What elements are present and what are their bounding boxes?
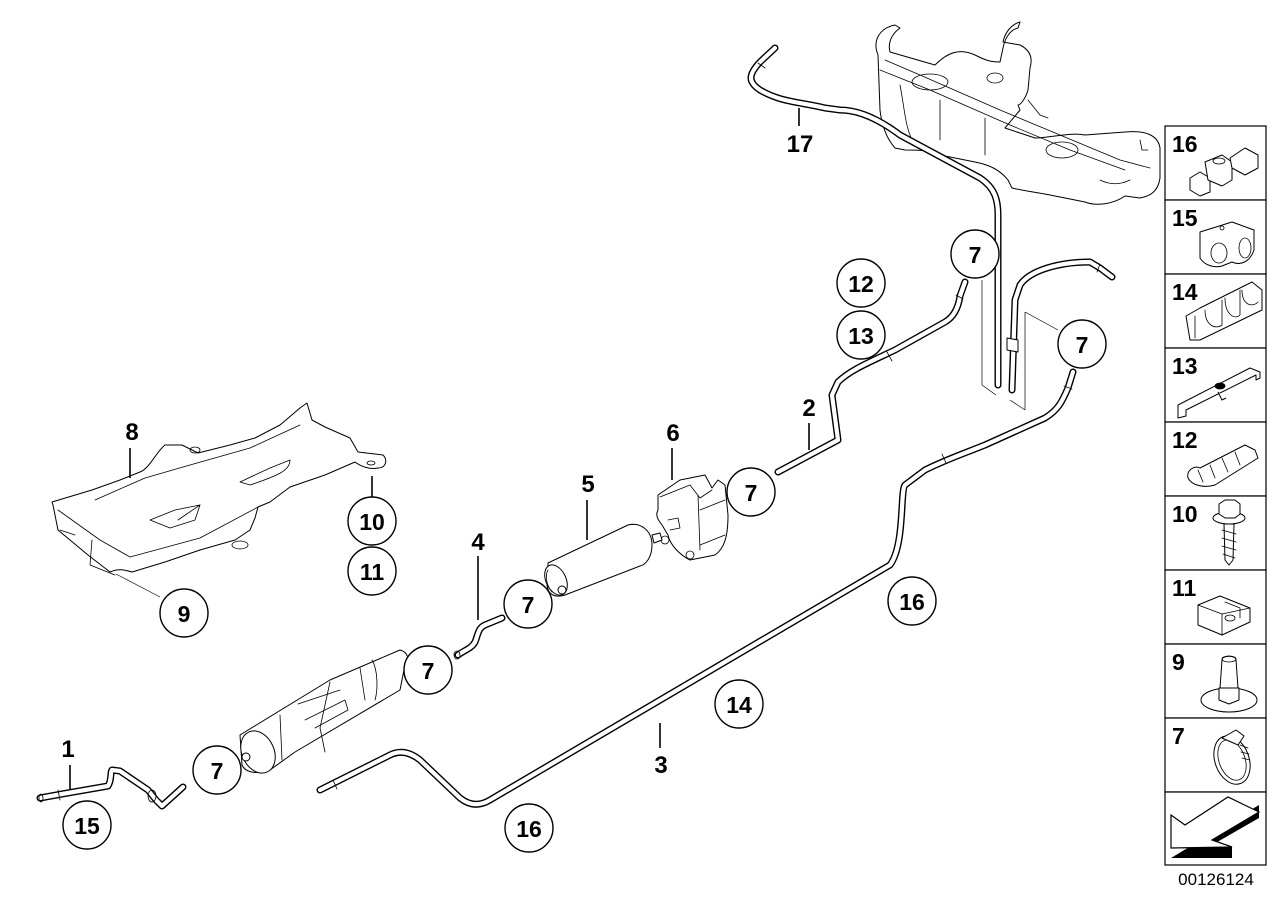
callout-7-pump-left[interactable]: 7 (503, 579, 553, 629)
bracket-icon (1177, 367, 1261, 419)
svg-text:12: 12 (1172, 427, 1198, 453)
legend-item-7[interactable]: 7 (1164, 717, 1267, 793)
callout-12[interactable]: 12 (836, 258, 886, 308)
hose-clamp-icon (1213, 729, 1251, 785)
part-4-hose (453, 556, 506, 660)
clip-triple-icon (1189, 147, 1259, 197)
legend-item-13[interactable]: 13 (1164, 347, 1267, 423)
clip-multi-icon (1185, 281, 1263, 341)
callout-7-filter-left[interactable]: 7 (192, 745, 242, 795)
label-3: 3 (654, 752, 667, 779)
part-5-pump (544, 500, 663, 597)
pipe-2 (774, 278, 969, 476)
svg-text:16: 16 (899, 589, 925, 615)
svg-text:14: 14 (1172, 279, 1198, 305)
pipe-tank-connector (981, 258, 1116, 411)
label-4: 4 (471, 529, 485, 556)
svg-text:14: 14 (726, 692, 752, 718)
callout-7-filter-right[interactable]: 7 (403, 645, 453, 695)
document-number: 00126124 (1178, 870, 1254, 889)
svg-text:11: 11 (1172, 575, 1197, 601)
direction-arrow-icon (1170, 796, 1261, 858)
parts-legend: 16 15 14 (1164, 125, 1267, 866)
label-2: 2 (802, 395, 815, 422)
svg-text:7: 7 (745, 480, 758, 506)
svg-text:11: 11 (360, 559, 385, 585)
svg-text:7: 7 (969, 242, 982, 268)
svg-text:15: 15 (74, 813, 100, 839)
legend-item-9[interactable]: 9 (1164, 643, 1267, 719)
stud-nut-icon (1200, 655, 1258, 713)
svg-text:12: 12 (848, 271, 874, 297)
svg-text:7: 7 (522, 592, 535, 618)
callout-15[interactable]: 15 (62, 800, 112, 850)
legend-item-14[interactable]: 14 (1164, 273, 1267, 349)
svg-text:7: 7 (1076, 332, 1089, 358)
label-5: 5 (581, 471, 594, 498)
callout-11[interactable]: 11 (347, 546, 397, 596)
leader-9 (115, 573, 161, 598)
screw-icon (1212, 499, 1246, 566)
svg-text:16: 16 (1172, 131, 1198, 157)
clip-strip-icon (1187, 444, 1259, 487)
callout-7-line2-top[interactable]: 7 (950, 229, 1000, 279)
fuel-filter (239, 649, 409, 774)
label-17: 17 (787, 131, 814, 158)
part-8-shield (51, 402, 387, 598)
label-1: 1 (61, 736, 74, 763)
svg-text:9: 9 (1172, 649, 1185, 675)
svg-text:7: 7 (211, 758, 224, 784)
label-6: 6 (666, 420, 679, 447)
svg-text:15: 15 (1172, 205, 1198, 231)
pipe-3 (316, 368, 1077, 808)
callout-7-pump-right[interactable]: 7 (726, 467, 776, 517)
callout-7-line3-top[interactable]: 7 (1057, 319, 1107, 369)
part-6-bracket (656, 448, 729, 561)
legend-item-direction-arrow[interactable] (1164, 791, 1267, 866)
callout-16-bottom[interactable]: 16 (504, 803, 554, 853)
callout-16-right[interactable]: 16 (887, 576, 937, 626)
pipe-17 (747, 44, 1002, 389)
callout-13[interactable]: 13 (836, 310, 886, 360)
legend-item-15[interactable]: 15 (1164, 199, 1267, 275)
svg-text:16: 16 (516, 816, 542, 842)
clip-nut-icon (1197, 595, 1251, 636)
legend-item-12[interactable]: 12 (1164, 421, 1267, 497)
svg-text:9: 9 (178, 601, 191, 627)
svg-text:10: 10 (359, 509, 385, 535)
svg-text:13: 13 (1172, 353, 1198, 379)
legend-item-10[interactable]: 10 (1164, 495, 1267, 571)
legend-item-11[interactable]: 11 (1164, 569, 1267, 645)
callout-10[interactable]: 10 (347, 496, 397, 546)
svg-text:7: 7 (1172, 723, 1185, 749)
fuel-tank (875, 21, 1161, 205)
clip-double-icon (1199, 221, 1255, 268)
svg-text:13: 13 (848, 323, 874, 349)
svg-text:10: 10 (1172, 501, 1198, 527)
legend-item-16[interactable]: 16 (1164, 125, 1267, 201)
part-1-pipe (36, 765, 187, 810)
svg-text:7: 7 (422, 658, 435, 684)
callout-14[interactable]: 14 (714, 679, 764, 729)
callout-9[interactable]: 9 (159, 588, 209, 638)
label-8: 8 (125, 419, 138, 446)
